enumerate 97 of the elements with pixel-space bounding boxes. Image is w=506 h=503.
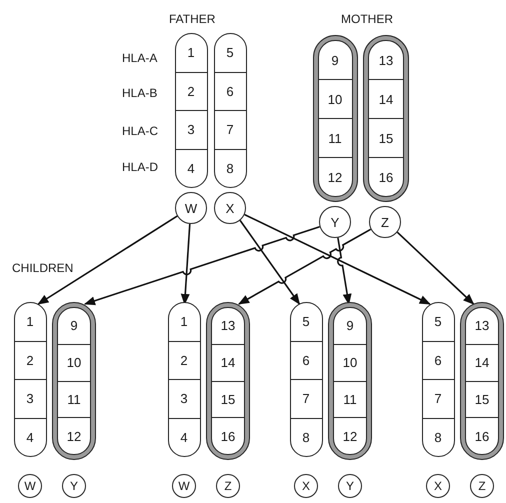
- paternal-chromosome: [14, 302, 46, 457]
- group-label: CHILDREN: [12, 261, 74, 275]
- allele-number: 5: [302, 314, 310, 330]
- maternal-chromosome: [460, 302, 504, 460]
- allele-number: 1: [180, 314, 188, 330]
- allele-number: 1: [187, 45, 195, 60]
- paternal-chromosome: [168, 302, 200, 457]
- locus-label: HLA-D: [122, 160, 158, 174]
- haplotype-letter: W: [24, 479, 36, 493]
- allele-number: 9: [331, 52, 339, 68]
- allele-number: 10: [328, 92, 342, 106]
- allele-number: 15: [220, 392, 236, 407]
- allele-number: 2: [26, 352, 34, 368]
- maternal-chromosome: [312, 35, 358, 202]
- allele-number: 9: [70, 318, 78, 334]
- haplotype-letter: Y: [330, 214, 340, 230]
- allele-number: 12: [66, 428, 82, 444]
- allele-number: 7: [226, 122, 234, 138]
- allele-number: 16: [378, 170, 394, 184]
- allele-number: 14: [220, 355, 236, 370]
- group-label: FATHER: [169, 12, 216, 26]
- haplotype-letter: X: [434, 479, 442, 493]
- allele-circle: [426, 474, 450, 498]
- haplotype-letter: W: [184, 200, 198, 216]
- allele-number: 7: [302, 391, 310, 406]
- haplotype-letter: Y: [346, 479, 354, 493]
- paternal-chromosome: [174, 33, 208, 188]
- allele-number: 6: [226, 84, 234, 99]
- allele-number: 9: [346, 318, 354, 334]
- allele-circle: [62, 474, 86, 498]
- maternal-chromosome: [206, 302, 250, 460]
- allele-circle: [18, 474, 42, 498]
- allele-number: 5: [434, 314, 442, 330]
- allele-number: 13: [378, 52, 394, 68]
- allele-circle: [214, 192, 246, 224]
- allele-number: 4: [187, 160, 195, 176]
- allele-number: 11: [343, 392, 357, 407]
- haplotype-letter: Y: [70, 479, 78, 493]
- haplotype-letter: Z: [381, 214, 389, 230]
- allele-number: 3: [187, 122, 195, 138]
- allele-number: 14: [378, 92, 394, 106]
- paternal-chromosome: [290, 302, 322, 457]
- maternal-chromosome: [52, 302, 96, 460]
- allele-number: 8: [434, 430, 442, 445]
- allele-circle: [369, 206, 401, 238]
- allele-number: 14: [474, 355, 490, 370]
- allele-number: 12: [342, 428, 358, 444]
- inheritance-arrow: [244, 214, 431, 305]
- allele-number: 10: [66, 355, 82, 370]
- locus-label: HLA-C: [122, 124, 158, 138]
- allele-circle: [216, 474, 240, 498]
- allele-number: 16: [474, 428, 490, 444]
- allele-number: 2: [180, 352, 188, 368]
- allele-circle: [175, 192, 207, 224]
- paternal-chromosome: [214, 33, 246, 188]
- locus-label: HLA-A: [122, 51, 158, 65]
- allele-circle: [294, 474, 318, 498]
- allele-number: 12: [328, 170, 342, 184]
- allele-number: 4: [180, 430, 188, 445]
- maternal-chromosome: [363, 35, 409, 202]
- haplotype-letter: X: [302, 479, 310, 493]
- allele-circle: [172, 474, 196, 498]
- allele-number: 11: [67, 392, 81, 407]
- group-label: MOTHER: [341, 12, 393, 26]
- allele-number: 15: [474, 392, 490, 407]
- allele-number: 3: [180, 391, 188, 406]
- allele-number: 6: [302, 352, 310, 368]
- locus-label: HLA-B: [122, 86, 158, 100]
- allele-number: 10: [342, 355, 358, 370]
- allele-number: 6: [434, 352, 442, 368]
- allele-number: 5: [226, 45, 234, 60]
- allele-circle: [338, 474, 362, 498]
- inheritance-arrow: [396, 232, 474, 305]
- haplotype-letter: Z: [478, 479, 486, 493]
- allele-number: 15: [378, 130, 394, 146]
- inheritance-arrow: [239, 220, 300, 305]
- paternal-chromosome: [422, 302, 454, 457]
- allele-circle: [319, 206, 351, 238]
- allele-number: 8: [302, 430, 310, 445]
- haplotype-letter: W: [178, 479, 190, 493]
- allele-number: 16: [220, 428, 236, 444]
- allele-number: 4: [26, 430, 34, 445]
- inheritance-arrow: [37, 215, 178, 305]
- haplotype-letter: Z: [224, 479, 232, 493]
- allele-number: 1: [26, 314, 34, 330]
- allele-number: 7: [434, 391, 442, 406]
- allele-number: 3: [26, 391, 34, 406]
- maternal-chromosome: [328, 302, 372, 460]
- inheritance-arrow: [238, 228, 372, 305]
- allele-number: 13: [474, 318, 490, 334]
- allele-number: 2: [187, 84, 195, 99]
- allele-number: 8: [226, 160, 234, 176]
- allele-circle: [470, 474, 494, 498]
- haplotype-letter: X: [226, 200, 234, 216]
- allele-number: 13: [220, 318, 236, 334]
- inheritance-arrow: [84, 226, 320, 306]
- allele-number: 11: [328, 130, 342, 146]
